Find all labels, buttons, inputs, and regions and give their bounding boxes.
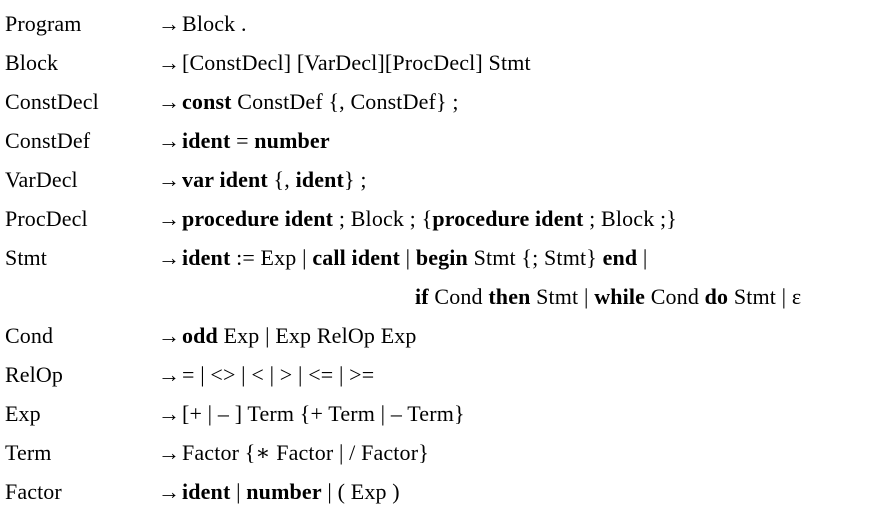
nonterminal-name: RelOp	[5, 362, 63, 387]
grammar-symbol: = | <> | < | > | <= | >=	[182, 362, 375, 387]
production-body: ident = number	[182, 121, 887, 160]
production-rule-row: ConstDef →ident = number	[0, 121, 887, 160]
grammar-symbol: ; Block ; {	[333, 206, 433, 231]
terminal-keyword: then	[488, 284, 531, 309]
nonterminal-name: Factor	[5, 479, 62, 504]
production-rule-row: VarDecl →var ident {, ident} ;	[0, 160, 887, 199]
grammar-symbol: } ;	[344, 167, 367, 192]
grammar-symbol: Cond	[645, 284, 705, 309]
terminal-keyword: ident	[182, 128, 231, 153]
grammar-symbol: Exp | Exp RelOp Exp	[217, 323, 417, 348]
production-rule-row: Stmt →ident := Exp | call ident | begin S…	[0, 238, 887, 277]
nonterminal-name: Block	[5, 50, 59, 75]
grammar-symbol: Stmt | ε	[728, 284, 802, 309]
production-arrow-icon: →	[158, 362, 180, 387]
production-rule-row: Term →Factor {∗ Factor | / Factor}	[0, 433, 887, 472]
production-body: [+ | – ] Term {+ Term | – Term}	[182, 394, 887, 433]
production-arrow-icon: →	[158, 401, 180, 426]
production-arrow-icon: →	[158, 11, 180, 36]
production-arrow-icon: →	[158, 128, 180, 153]
grammar-symbol: [ConstDecl] [VarDecl][ProcDecl] Stmt	[182, 50, 531, 75]
production-rule-row: ProcDecl→procedure ident ; Block ; {proc…	[0, 199, 887, 238]
production-body: odd Exp | Exp RelOp Exp	[182, 316, 887, 355]
terminal-keyword: if	[415, 284, 429, 309]
production-rule-row: Cond →odd Exp | Exp RelOp Exp	[0, 316, 887, 355]
nonterminal-name: ProcDecl	[5, 206, 88, 231]
terminal-keyword: do	[704, 284, 729, 309]
terminal-keyword: begin	[415, 245, 468, 270]
terminal-keyword: ident	[182, 245, 231, 270]
nonterminal-name: Term	[5, 440, 52, 465]
grammar-symbol: |	[230, 479, 247, 504]
nonterminal-name: Exp	[5, 401, 41, 426]
production-rule-row: Exp →[+ | – ] Term {+ Term | – Term}	[0, 394, 887, 433]
grammar-symbol: |	[637, 245, 648, 270]
terminal-keyword: number	[246, 479, 322, 504]
production-arrow-icon: →	[158, 206, 180, 231]
grammar-symbol: Cond	[428, 284, 489, 309]
production-body: Block .	[182, 4, 887, 43]
production-arrow-icon: →	[158, 440, 180, 465]
grammar-symbol: [+ | – ] Term {+ Term | – Term}	[182, 401, 465, 426]
grammar-symbol: | ( Exp )	[321, 479, 400, 504]
production-body: procedure ident ; Block ; {procedure ide…	[182, 199, 887, 238]
terminal-keyword: number	[254, 128, 330, 153]
production-body: const ConstDef {, ConstDef} ;	[182, 82, 887, 121]
grammar-symbol: ConstDef {, ConstDef} ;	[231, 89, 459, 114]
production-arrow-icon: →	[158, 323, 180, 348]
production-body: ident | number | ( Exp )	[182, 472, 887, 511]
production-body: ident := Exp | call ident | begin Stmt {…	[182, 238, 887, 277]
grammar-symbol: := Exp |	[230, 245, 313, 270]
production-rule-continuation-row: if Cond then Stmt | while Cond do Stmt |…	[0, 277, 887, 316]
production-body: = | <> | < | > | <= | >=	[182, 355, 887, 394]
production-body: [ConstDecl] [VarDecl][ProcDecl] Stmt	[182, 43, 887, 82]
production-rule-row: Block →[ConstDecl] [VarDecl][ProcDecl] St…	[0, 43, 887, 82]
terminal-keyword: ident	[295, 167, 345, 192]
grammar-symbol: =	[230, 128, 255, 153]
terminal-keyword: while	[594, 284, 646, 309]
nonterminal-name: Cond	[5, 323, 54, 348]
nonterminal-name: Program	[5, 11, 82, 36]
production-arrow-icon: →	[158, 167, 180, 192]
grammar-symbol: |	[399, 245, 416, 270]
grammar-symbol: ; Block ;}	[583, 206, 677, 231]
nonterminal-name: VarDecl	[5, 167, 78, 192]
grammar-symbol: Factor {∗ Factor | / Factor}	[182, 440, 429, 465]
grammar-symbol: Stmt |	[530, 284, 595, 309]
grammar-symbol: {,	[267, 167, 296, 192]
grammar-symbol: Stmt {; Stmt}	[467, 245, 603, 270]
nonterminal-name: Stmt	[5, 245, 47, 270]
terminal-keyword: odd	[182, 323, 218, 348]
production-body-continued: if Cond then Stmt | while Cond do Stmt |…	[182, 277, 887, 316]
production-rule-row: RelOp →= | <> | < | > | <= | >=	[0, 355, 887, 394]
terminal-keyword: end	[602, 245, 638, 270]
production-arrow-icon: →	[158, 245, 180, 270]
terminal-keyword: procedure ident	[182, 206, 334, 231]
production-rule-row: Factor →ident | number | ( Exp )	[0, 472, 887, 511]
terminal-keyword: ident	[182, 479, 231, 504]
terminal-keyword: var ident	[182, 167, 268, 192]
production-body: Factor {∗ Factor | / Factor}	[182, 433, 887, 472]
production-arrow-icon: →	[158, 50, 180, 75]
terminal-keyword: procedure ident	[432, 206, 584, 231]
grammar-symbol: Block .	[182, 11, 247, 36]
production-arrow-icon: →	[158, 479, 180, 504]
production-arrow-icon: →	[158, 89, 180, 114]
production-rule-row: Program →Block .	[0, 4, 887, 43]
nonterminal-name: ConstDef	[5, 128, 91, 153]
production-rule-row: ConstDecl →const ConstDef {, ConstDef} ;	[0, 82, 887, 121]
terminal-keyword: call ident	[312, 245, 400, 270]
production-body: var ident {, ident} ;	[182, 160, 887, 199]
terminal-keyword: const	[182, 89, 232, 114]
nonterminal-name: ConstDecl	[5, 89, 99, 114]
